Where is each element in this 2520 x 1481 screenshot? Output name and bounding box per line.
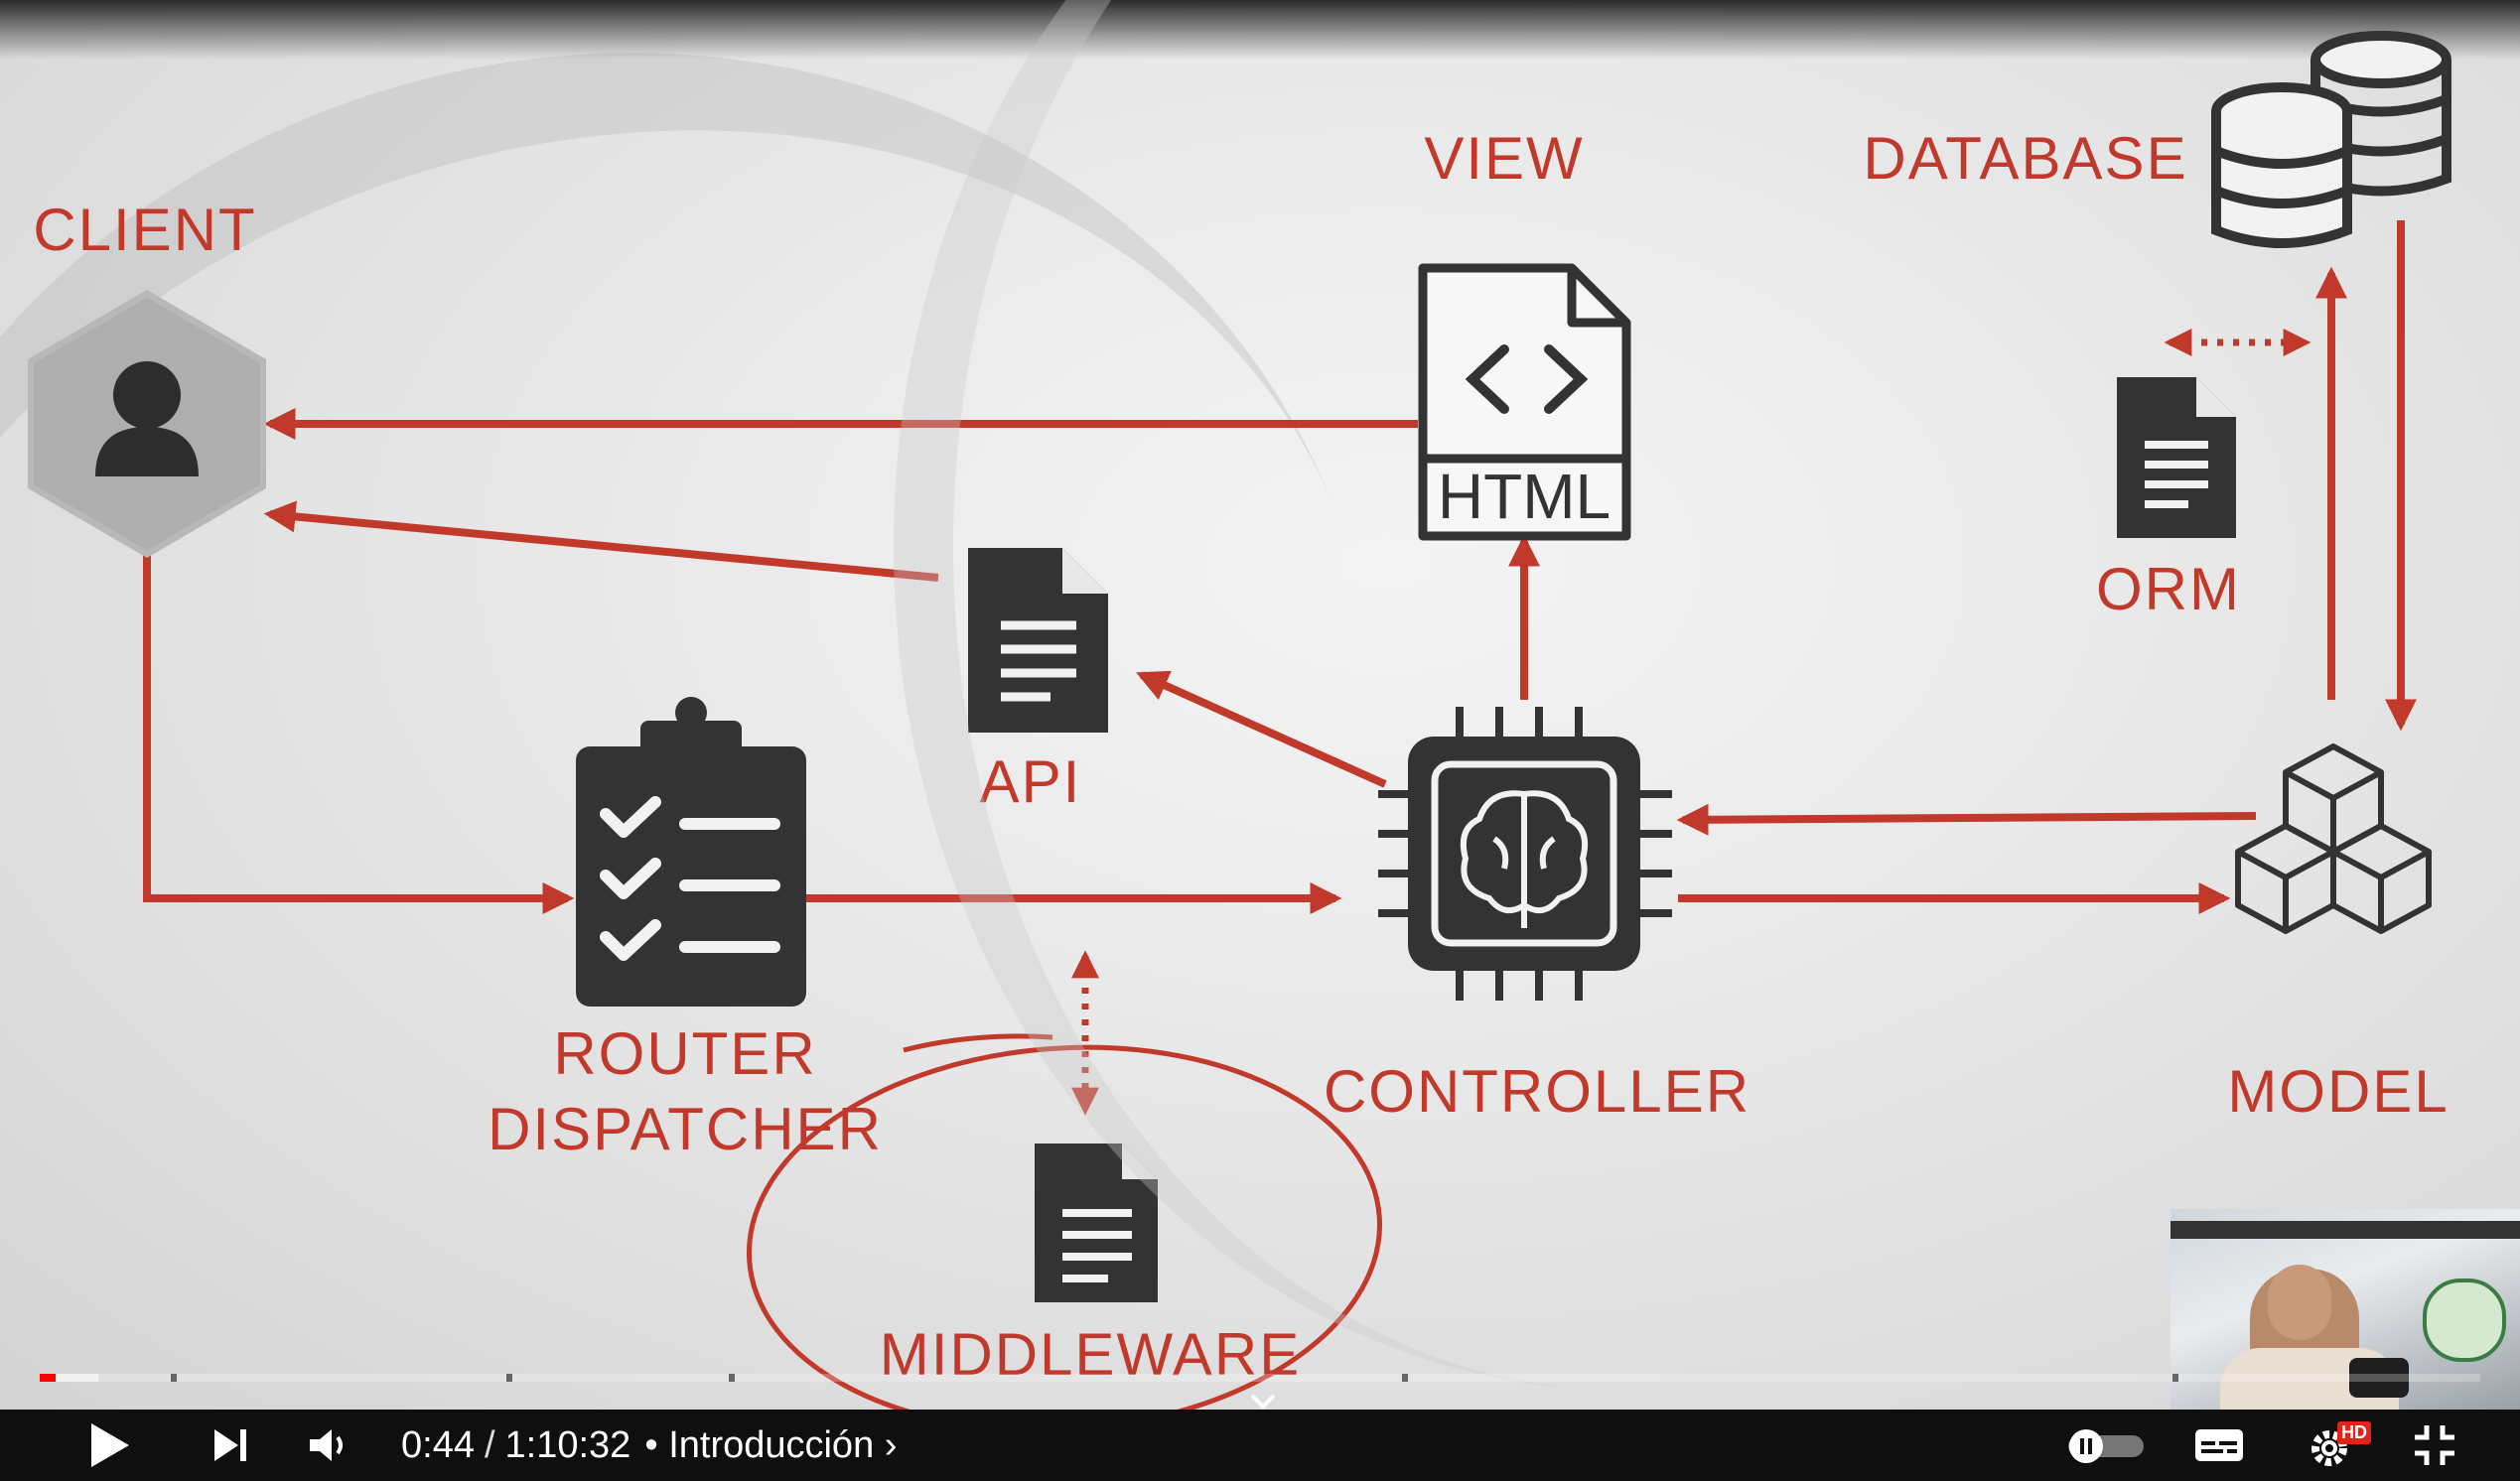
client-user-icon: [28, 290, 266, 558]
progress-played: [40, 1374, 57, 1382]
chapter-marker: [1402, 1374, 1408, 1382]
subtitles-icon: [2195, 1429, 2243, 1461]
progress-buffered: [40, 1374, 98, 1382]
arrow-api-to-client: [263, 500, 939, 582]
arrow-model-to-controller: [1676, 803, 2257, 836]
html-file-icon: HTML: [1418, 263, 1631, 541]
subtitles-button[interactable]: [2184, 1410, 2254, 1481]
duration: 1:10:32: [504, 1423, 631, 1466]
middleware-document-icon: [1035, 1144, 1158, 1302]
next-icon: [214, 1429, 246, 1461]
play-icon: [91, 1423, 129, 1467]
label-model: MODEL: [2227, 1058, 2449, 1125]
gear-icon: [2311, 1430, 2347, 1466]
presenter-webcam-overlay: [2170, 1209, 2520, 1410]
next-button[interactable]: [199, 1410, 262, 1481]
current-time: 0:44: [401, 1423, 475, 1466]
controller-chip-icon: [1378, 707, 1672, 1001]
more-chevron-button[interactable]: [1243, 1382, 1283, 1421]
chapter-marker: [506, 1374, 512, 1382]
chapter-marker: [2172, 1374, 2178, 1382]
orm-document-icon: [2117, 377, 2236, 538]
player-controls: 0:44 / 1:10:32 • Introducción › HD: [0, 1394, 2520, 1481]
chevron-down-icon: [1250, 1394, 1276, 1410]
model-cubes-icon: [2235, 743, 2432, 934]
mvc-diagram: HTML: [28, 31, 2451, 1410]
volume-icon: [310, 1429, 343, 1461]
label-dispatcher: DISPATCHER: [488, 1096, 883, 1162]
chapter-marker: [729, 1374, 735, 1382]
autoplay-toggle[interactable]: [2055, 1410, 2155, 1481]
label-middleware: MIDDLEWARE: [880, 1321, 1301, 1388]
autoplay-toggle-icon: [2068, 1429, 2144, 1463]
robot-avatar-icon: [2423, 1279, 2506, 1362]
arrow-controller-to-api: [1136, 670, 1387, 788]
settings-button[interactable]: HD: [2294, 1410, 2377, 1481]
exit-fullscreen-icon: [2415, 1425, 2454, 1465]
label-client: CLIENT: [33, 197, 256, 263]
exit-fullscreen-button[interactable]: [2403, 1410, 2466, 1481]
play-button[interactable]: [79, 1410, 139, 1481]
hd-badge: HD: [2337, 1421, 2371, 1444]
router-clipboard-icon: [576, 697, 806, 1007]
time-display: 0:44 / 1:10:32 • Introducción ›: [401, 1410, 897, 1481]
volume-button[interactable]: [298, 1410, 361, 1481]
arrow-client-to-router: [143, 541, 575, 914]
chapter-title-button[interactable]: • Introducción ›: [644, 1423, 898, 1466]
time-separator: /: [484, 1423, 495, 1466]
progress-bar[interactable]: [40, 1374, 2480, 1382]
database-icon: [2211, 31, 2451, 248]
label-api: API: [980, 748, 1082, 815]
label-controller: CONTROLLER: [1324, 1058, 1750, 1125]
api-document-icon: [968, 548, 1108, 733]
svg-text:HTML: HTML: [1438, 461, 1610, 532]
chapter-marker: [171, 1374, 177, 1382]
label-view: VIEW: [1424, 125, 1584, 192]
label-database: DATABASE: [1863, 125, 2187, 192]
video-frame[interactable]: HTML: [0, 0, 2520, 1410]
label-router: ROUTER: [553, 1020, 816, 1087]
label-orm: ORM: [2096, 556, 2241, 622]
